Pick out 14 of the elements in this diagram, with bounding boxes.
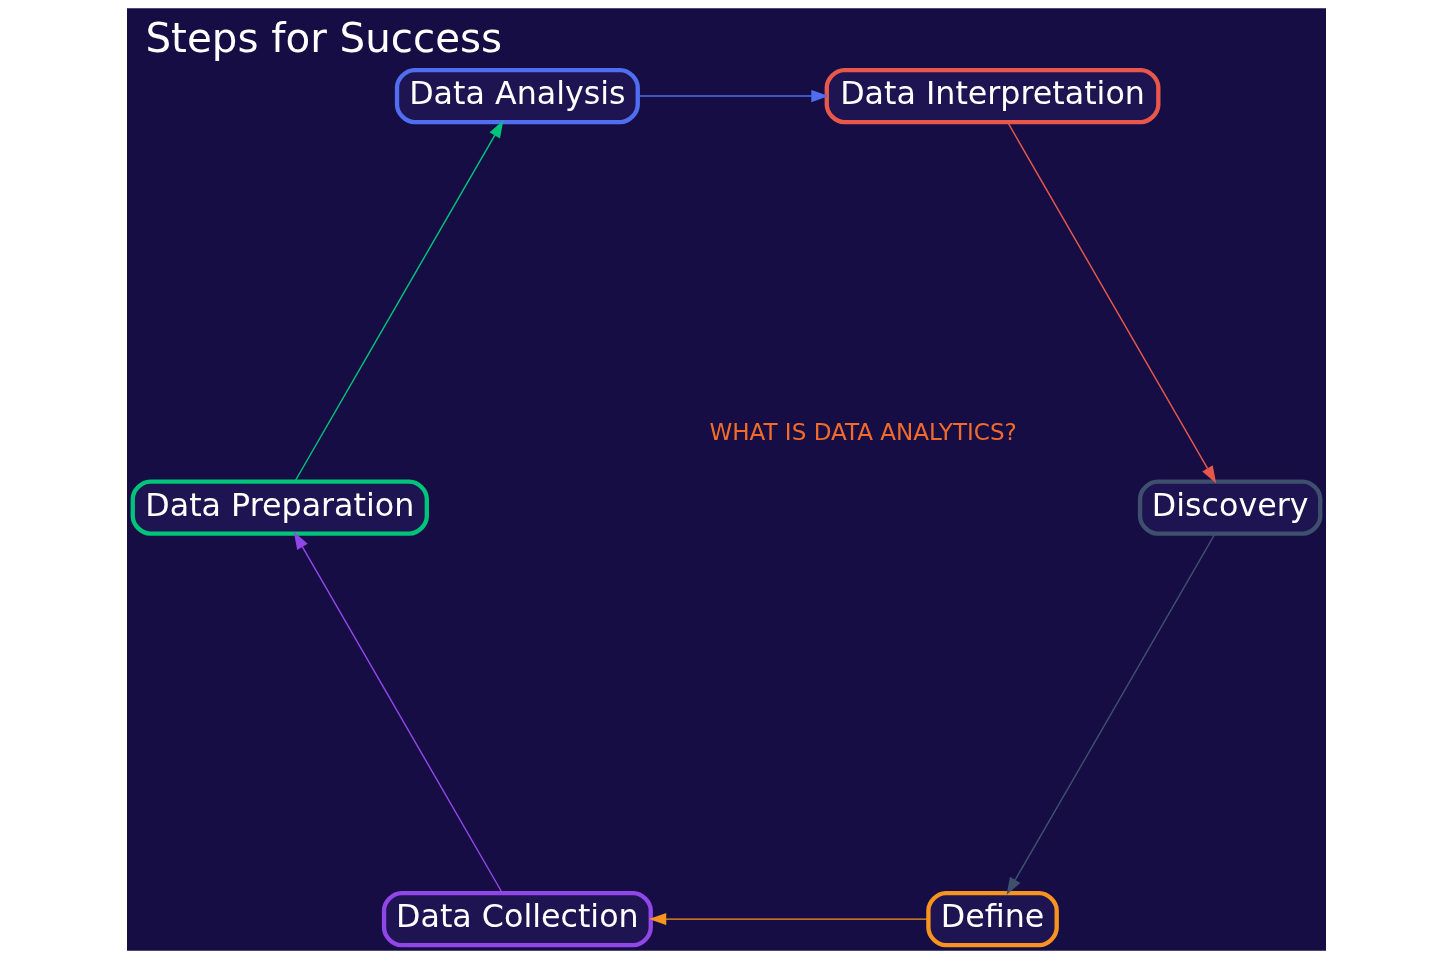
node-box: Discovery <box>1137 479 1322 536</box>
arrow <box>293 120 503 482</box>
arrow <box>1006 533 1216 895</box>
node-box: Data Interpretation <box>824 68 1160 125</box>
arrow <box>636 90 829 103</box>
arrow <box>648 913 929 926</box>
node-box: Define <box>925 891 1059 948</box>
node-box: Data Collection <box>381 891 653 948</box>
node-box: Data Analysis <box>394 68 640 125</box>
diagram-title: Steps for Success <box>144 14 502 62</box>
arrow <box>1006 121 1216 484</box>
arrow <box>293 531 503 894</box>
label: WHAT IS DATA ANALYTICS? <box>708 418 1017 445</box>
node-box: Data Preparation <box>130 479 429 536</box>
